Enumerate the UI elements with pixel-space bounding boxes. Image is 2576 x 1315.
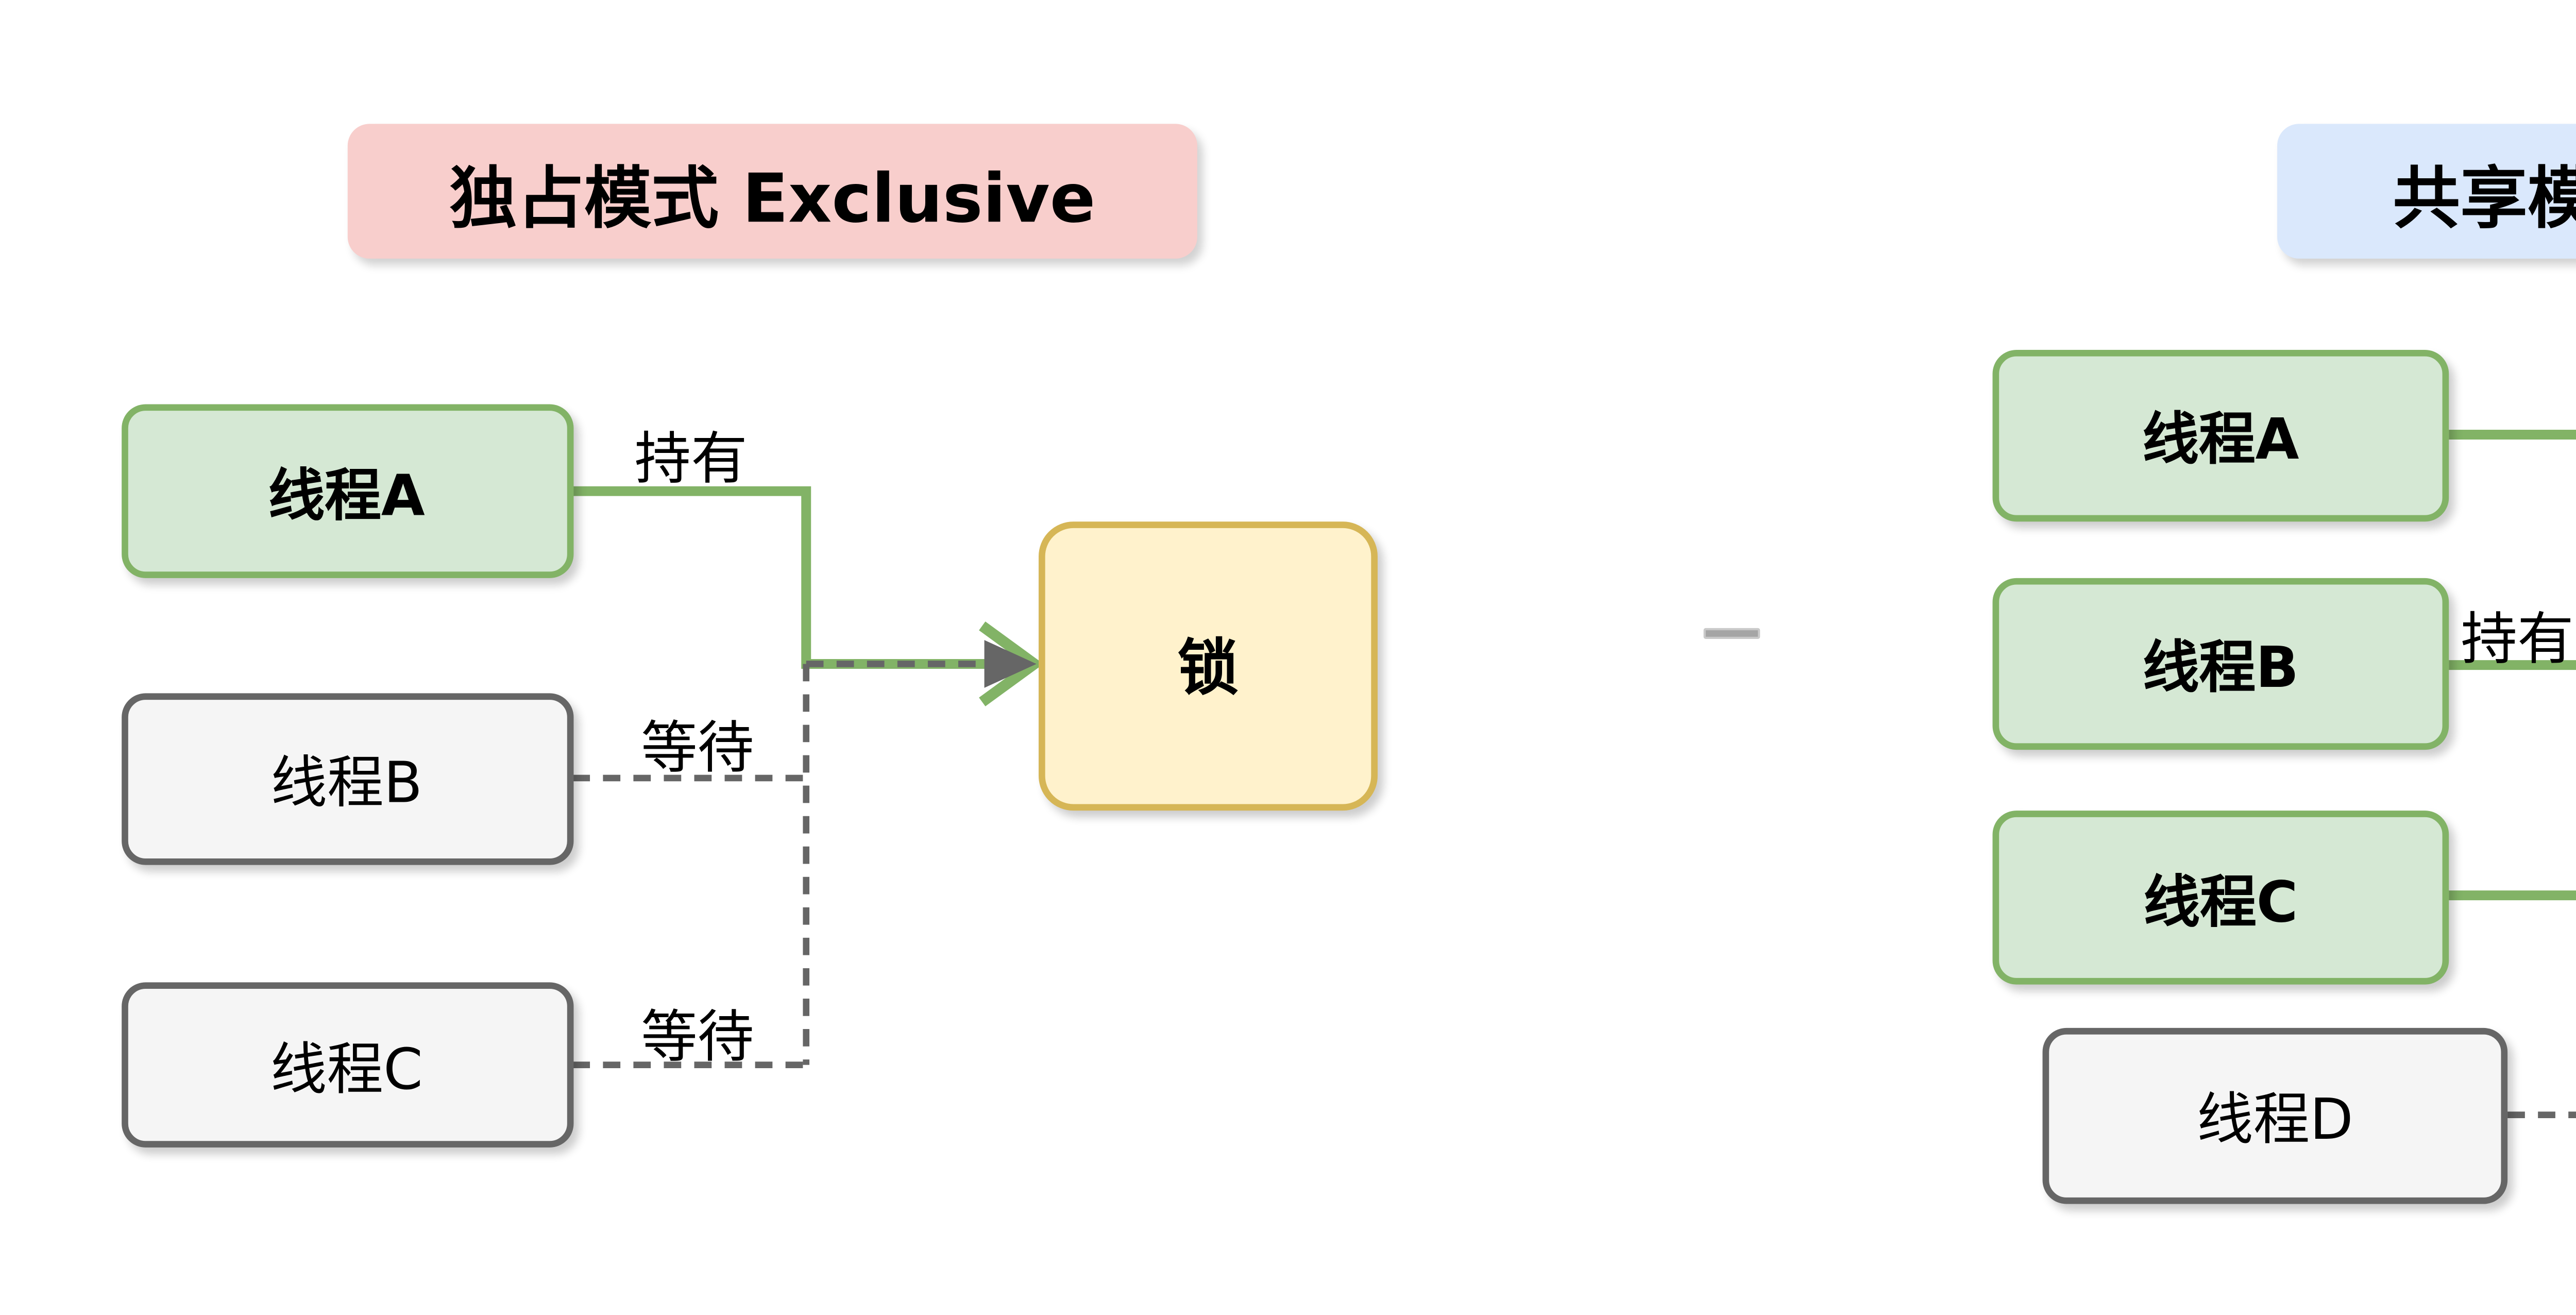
exclusive-header: 独占模式 Exclusive [347,124,1197,259]
shared-thread-b-label: 线程B [2142,636,2299,702]
exclusive-thread-c-box: 线程C [121,982,573,1148]
exclusive-thread-a-label: 线程A [268,464,425,529]
shared-hold-line-a [2449,430,2576,440]
shared-hold-b-label: 持有 [2461,607,2574,673]
exclusive-thread-c-label: 线程C [270,1037,423,1103]
shared-thread-b-box: 线程B [1992,578,2449,750]
exclusive-thread-a-box: 线程A [121,404,573,578]
exclusive-wait-b-label: 等待 [641,716,754,782]
lock-label: 锁 [1177,632,1239,704]
shared-thread-c-label: 线程C [2143,870,2298,936]
shared-thread-a-label: 线程A [2142,408,2299,474]
exclusive-hold-label: 持有 [634,427,748,493]
exclusive-hold-line [572,486,997,669]
exclusive-thread-b-box: 线程B [121,693,573,865]
shared-thread-d-box: 线程D [2042,1027,2508,1204]
shared-header: 共享模式 Shared [2276,124,2576,259]
shared-thread-c-box: 线程C [1992,811,2449,985]
lock-box: 锁 [1039,520,1378,810]
hold-arrowhead-icon [979,621,1044,706]
shared-thread-d-label: 线程D [2196,1089,2353,1154]
exclusive-wait-c-label: 等待 [641,1005,754,1071]
exclusive-thread-b-label: 线程B [270,752,422,817]
wait-arrowhead-icon [984,640,1037,688]
shared-thread-a-box: 线程A [1992,350,2449,522]
shared-header-label: 共享模式 Shared [2393,159,2576,238]
exclusive-header-label: 独占模式 Exclusive [449,159,1096,238]
separator-dash [1702,627,1760,638]
shared-hold-line-c [2449,890,2576,901]
